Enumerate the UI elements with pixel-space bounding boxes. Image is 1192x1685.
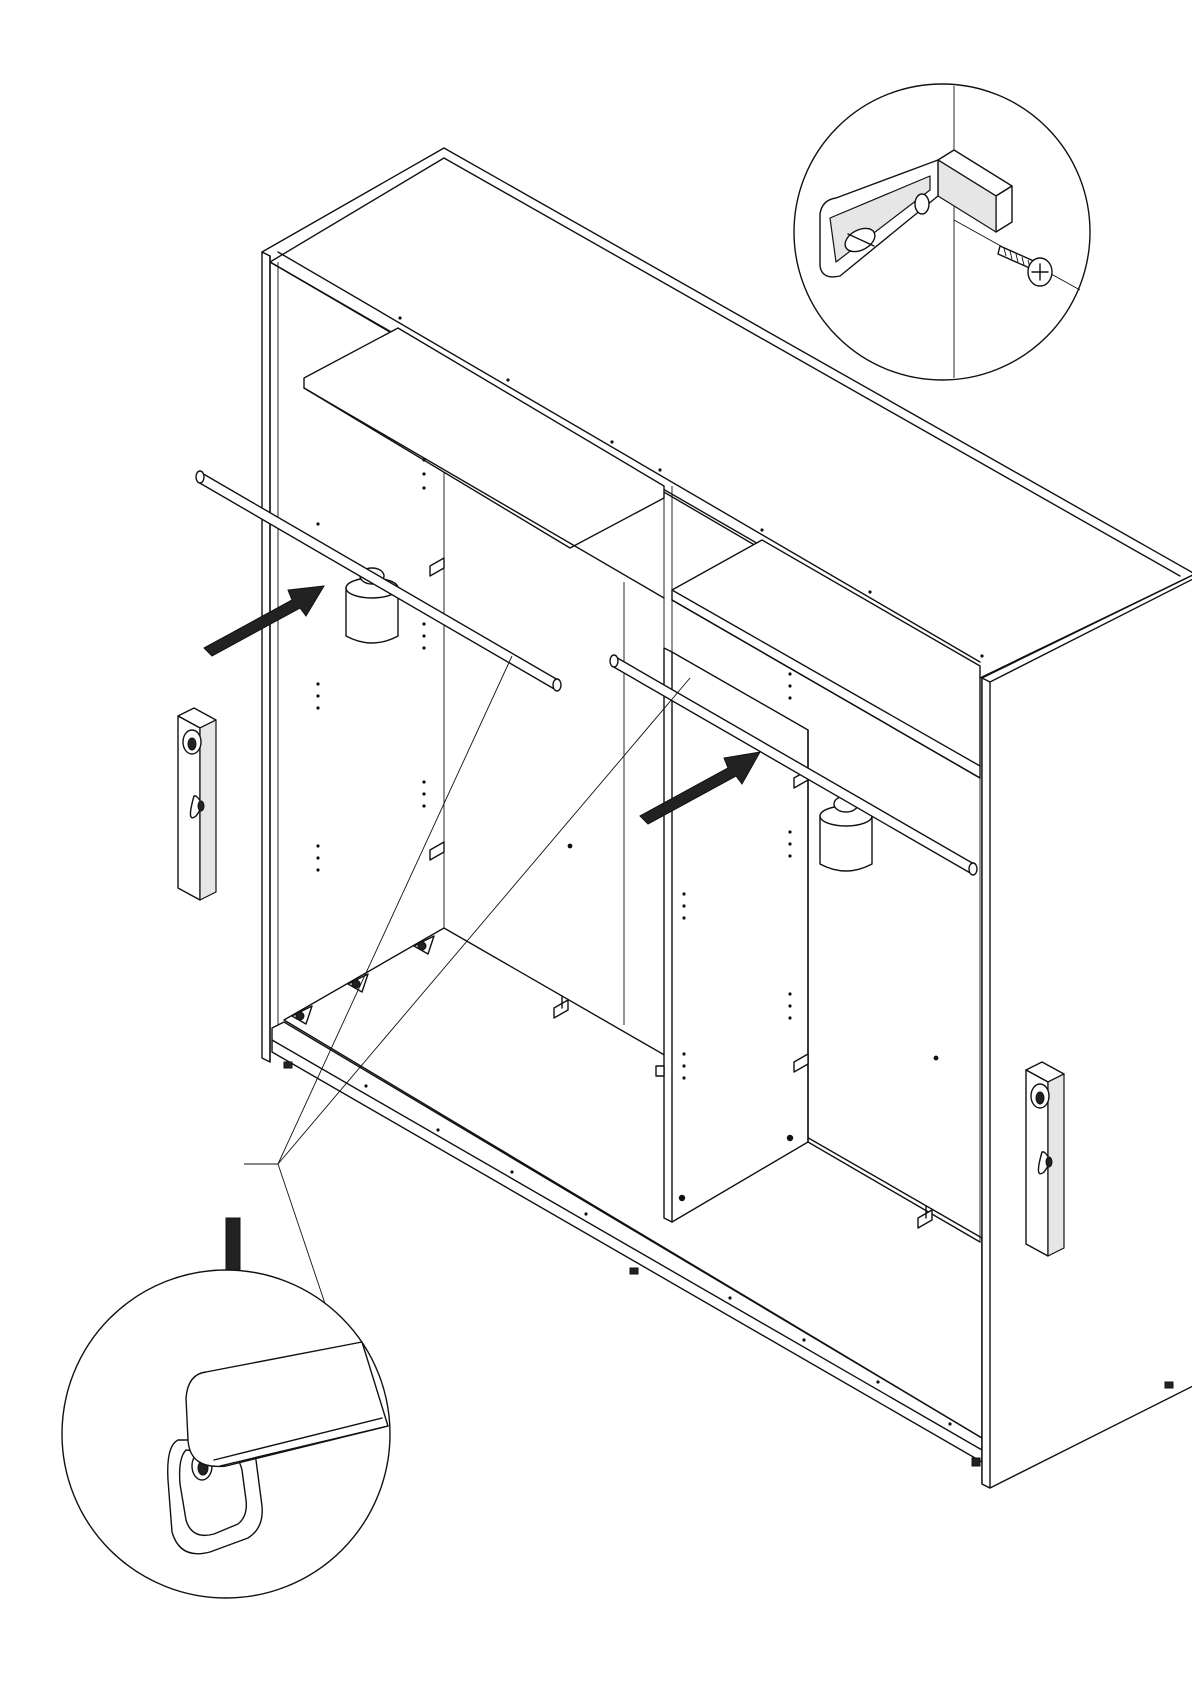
rail-holder-right bbox=[1026, 1062, 1064, 1256]
detail-callout-shelf-support bbox=[794, 84, 1090, 380]
left-side-panel bbox=[262, 252, 270, 1062]
right-side-panel bbox=[982, 574, 1192, 1488]
detail-callout-rail-holder bbox=[62, 1270, 390, 1598]
rail-holder-left bbox=[178, 708, 216, 900]
wardrobe-carcass bbox=[262, 148, 1192, 1488]
wall-bracket bbox=[430, 842, 444, 860]
wall-bracket bbox=[430, 558, 444, 576]
